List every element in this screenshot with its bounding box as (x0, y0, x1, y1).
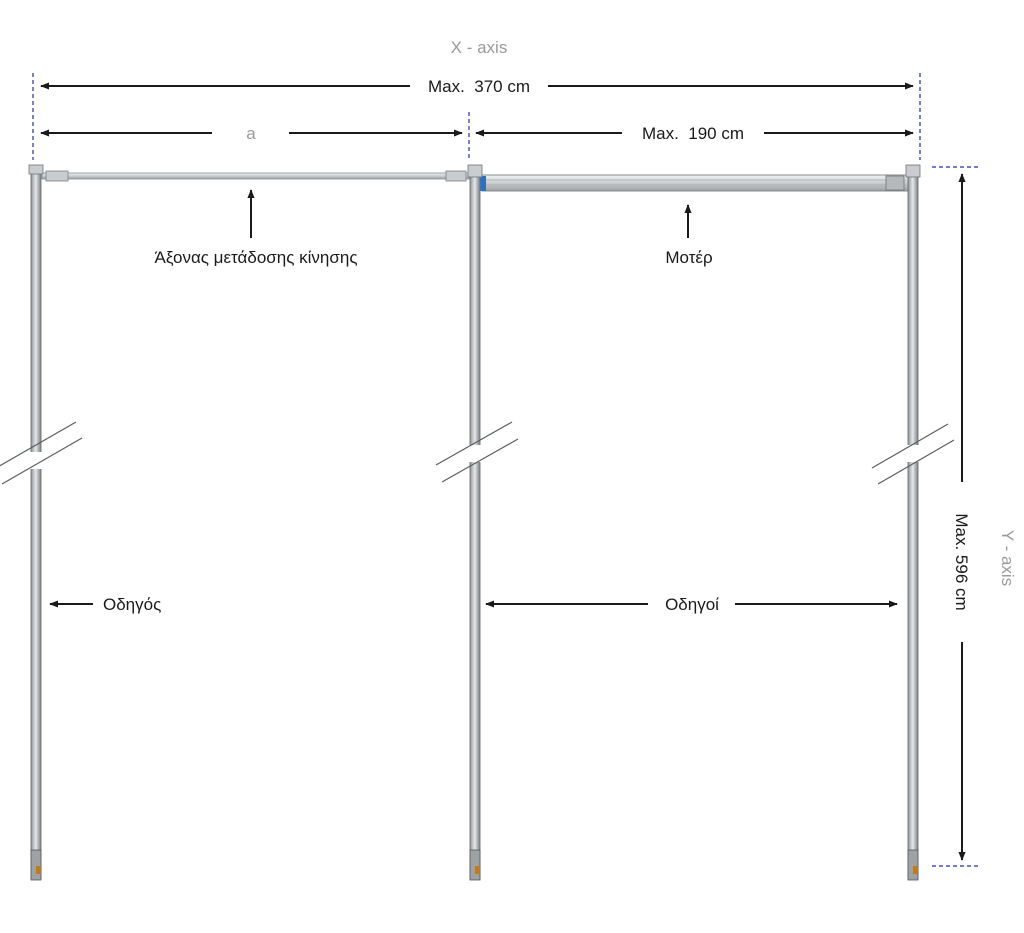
break-symbol-left (0, 421, 83, 485)
motor-label: Μοτέρ (665, 248, 712, 267)
total-width-dimension: Max. 370 cm (40, 77, 914, 96)
drive-shaft (41, 170, 471, 182)
guide-rail-right (905, 164, 921, 881)
drive-shaft-label: Άξονας μετάδοσης κίνησης (154, 248, 357, 267)
guides-callout: Οδηγοί (485, 595, 898, 614)
guide-rail-left (28, 164, 44, 881)
total-width-label: Max. 370 cm (428, 77, 530, 96)
guide-rail-middle (467, 164, 483, 881)
extent-markers (32, 73, 980, 867)
x-axis-label: X - axis (451, 38, 508, 57)
height-dimension: Max. 596 cm (952, 173, 971, 861)
guide-callout: Οδηγός (49, 595, 161, 614)
right-span-label: Max. 190 cm (642, 124, 744, 143)
drive-shaft-callout: Άξονας μετάδοσης κίνησης (154, 189, 358, 267)
guide-label: Οδηγός (103, 595, 161, 614)
left-span-dimension: a (40, 124, 463, 143)
y-axis-label: Y - axis (998, 530, 1017, 586)
left-span-label: a (246, 124, 256, 143)
right-span-dimension: Max. 190 cm (475, 124, 914, 143)
motor-tube (480, 174, 909, 192)
motor-callout: Μοτέρ (665, 204, 713, 267)
break-symbol-middle (435, 421, 519, 483)
guides-label: Οδηγοί (665, 595, 719, 614)
height-label: Max. 596 cm (952, 513, 971, 610)
motor-end-cap (480, 176, 486, 191)
break-symbol-right (871, 423, 955, 485)
